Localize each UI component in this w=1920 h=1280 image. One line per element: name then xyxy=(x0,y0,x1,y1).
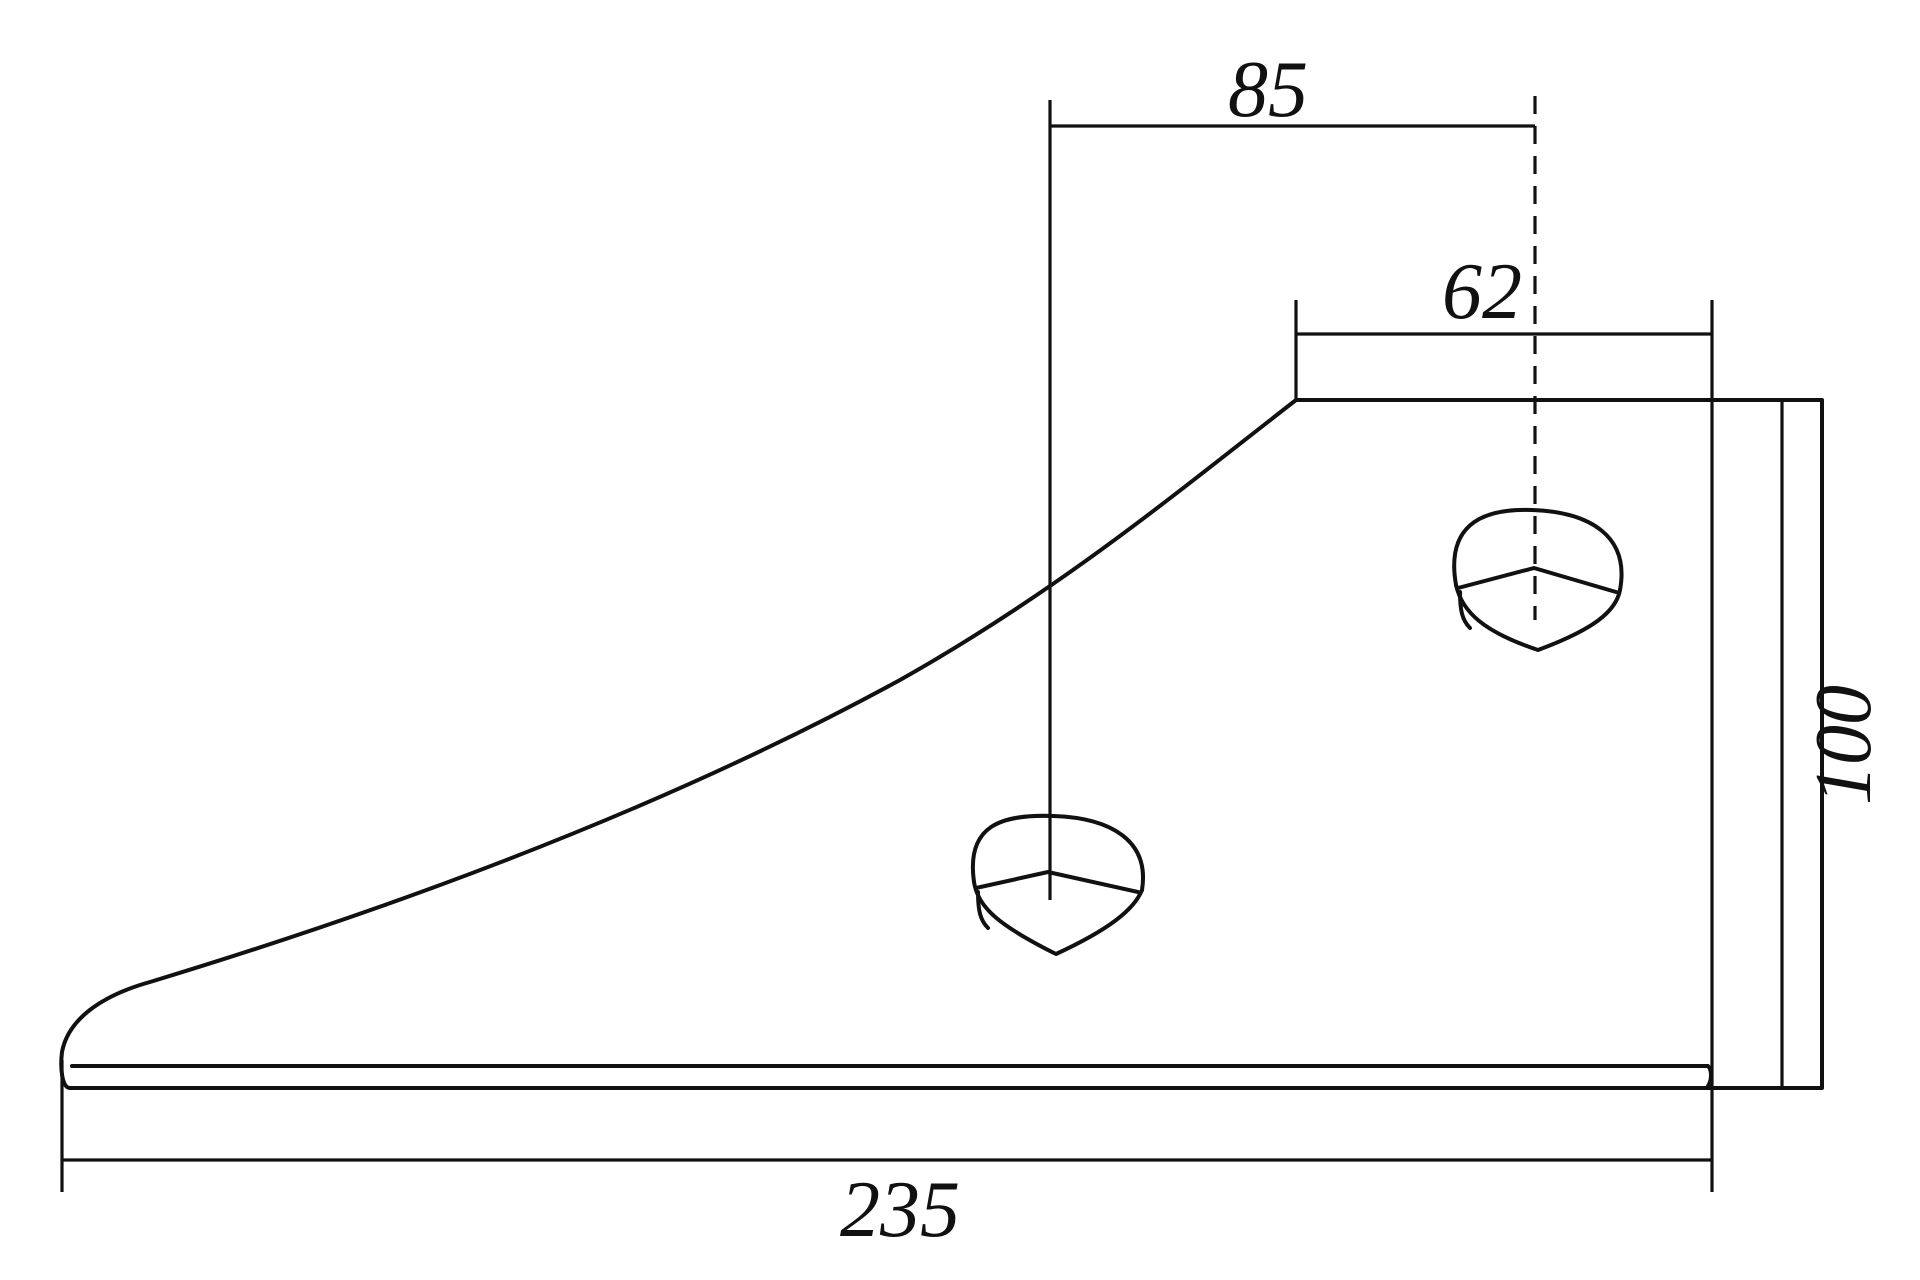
dimension-85-label: 85 xyxy=(1228,46,1308,134)
dimension-62-label: 62 xyxy=(1442,248,1522,336)
dimension-85: 85 xyxy=(1048,46,1537,900)
mounting-hole-2 xyxy=(1452,507,1624,652)
dimension-100: 100 xyxy=(1712,398,1888,1090)
dimension-100-label: 100 xyxy=(1800,685,1888,805)
dimension-235-label: 235 xyxy=(840,1166,960,1254)
mounting-hole-1 xyxy=(970,813,1146,956)
blade-outline xyxy=(59,398,1824,1090)
dimension-62: 62 xyxy=(1294,248,1714,1192)
blade-edge-line xyxy=(70,1064,1713,1088)
dimension-235: 235 xyxy=(60,1060,1712,1254)
